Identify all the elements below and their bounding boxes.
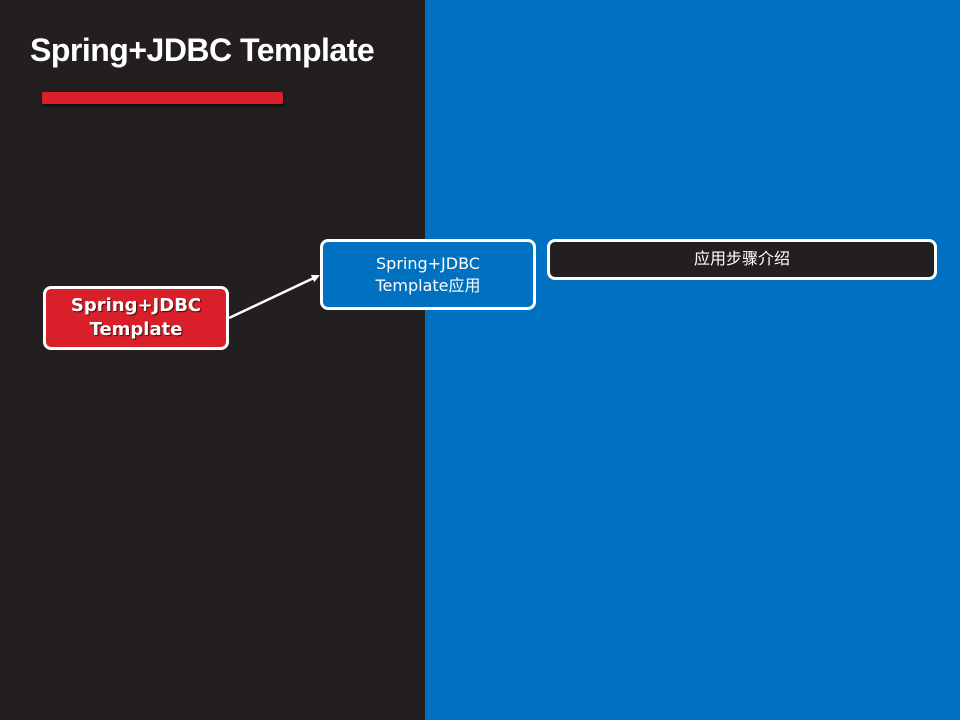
root-node-line2: Template	[89, 319, 183, 340]
right-panel	[425, 0, 960, 720]
title-underline	[42, 92, 283, 104]
root-node-line1: Spring+JDBC	[70, 295, 202, 316]
root-node[interactable]: Spring+JDBC Template	[43, 286, 229, 350]
detail-node-label: 应用步骤介绍	[693, 249, 790, 268]
slide-title: Spring+JDBC Template	[30, 32, 375, 68]
left-panel	[0, 0, 425, 720]
child-node-line1: Spring+JDBC	[376, 253, 480, 273]
child-node-line2: Template应用	[375, 275, 481, 295]
child-node[interactable]: Spring+JDBC Template应用	[320, 239, 536, 310]
detail-node[interactable]: 应用步骤介绍	[547, 239, 937, 280]
